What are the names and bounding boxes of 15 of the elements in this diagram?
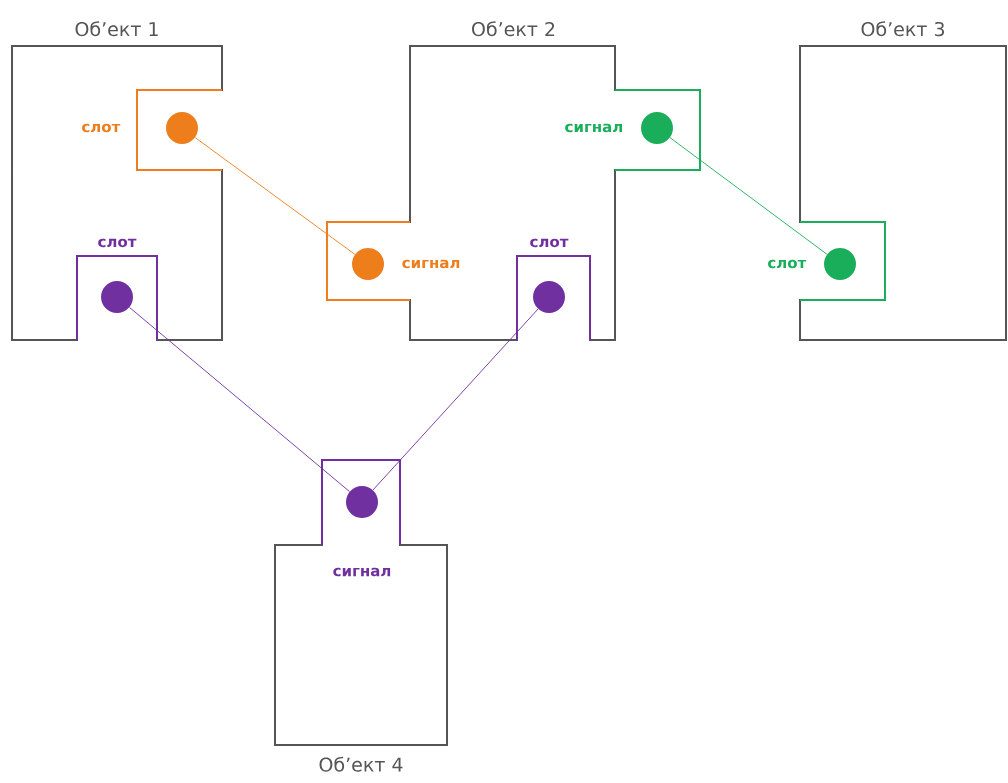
node-label: сигнал (402, 259, 460, 269)
node-label: слот (98, 238, 137, 248)
node-label: Об’ект 4 (319, 756, 403, 772)
node-label: слот (768, 259, 807, 269)
connector-line (372, 308, 539, 491)
node-label: Об’ект 3 (861, 21, 945, 37)
node-label: Об’ект 2 (472, 21, 555, 37)
node-label: сигнал (333, 567, 391, 577)
connector-line (129, 306, 351, 493)
node-label: слот (82, 123, 121, 133)
node-label: слот (530, 238, 569, 248)
connector-line (194, 137, 356, 255)
connector-line (669, 137, 828, 255)
node-label: Об’ект 1 (75, 21, 158, 37)
node-label: сигнал (565, 123, 623, 133)
